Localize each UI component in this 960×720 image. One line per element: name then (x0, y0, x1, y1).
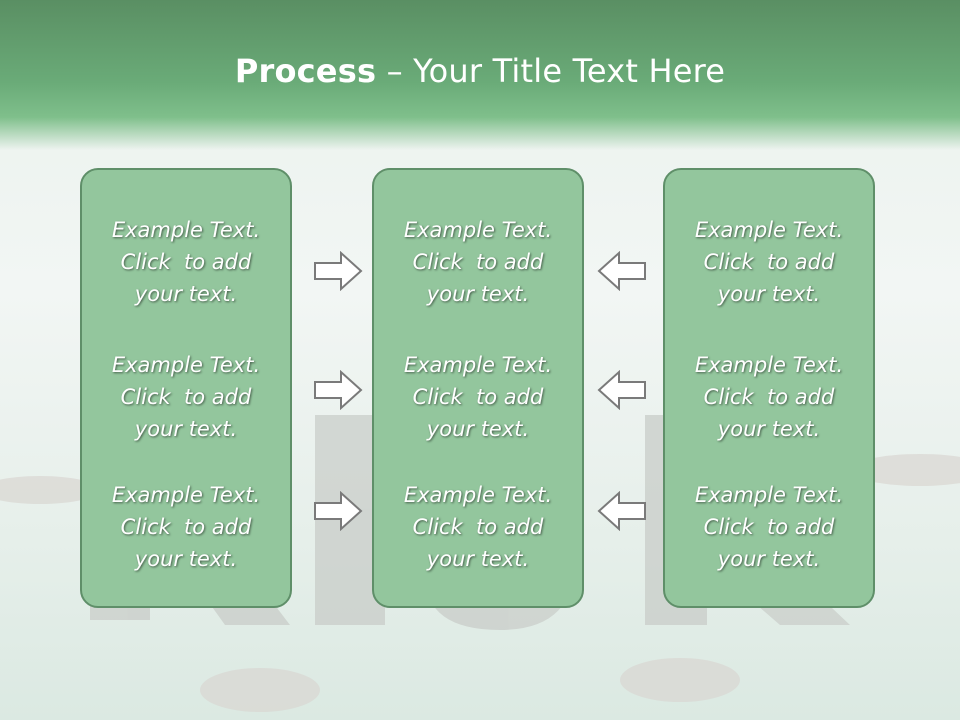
text-line: Click to add (703, 250, 835, 274)
text-line: your text. (134, 282, 238, 306)
text-line: your text. (717, 417, 821, 441)
arrow-left-icon (597, 251, 646, 291)
title-rest: – Your Title Text Here (376, 52, 726, 90)
text-block[interactable]: Example Text. Click to add your text. (665, 349, 873, 445)
text-block[interactable]: Example Text. Click to add your text. (374, 349, 582, 445)
arrow-right-icon (314, 491, 363, 531)
arrow-left-icon (597, 370, 646, 410)
title-bold: Process (234, 52, 377, 90)
text-line: Click to add (120, 250, 252, 274)
text-line: Example Text. (403, 353, 553, 377)
text-line: your text. (134, 417, 238, 441)
text-block[interactable]: Example Text. Click to add your text. (374, 479, 582, 575)
text-line: Example Text. (403, 218, 553, 242)
text-line: Example Text. (694, 483, 844, 507)
header-banner (0, 0, 960, 150)
arrow-right-icon (314, 251, 363, 291)
text-line: Click to add (412, 385, 544, 409)
left-panel[interactable]: Example Text. Click to add your text. Ex… (80, 168, 292, 608)
text-line: your text. (426, 282, 530, 306)
text-line: Click to add (120, 515, 252, 539)
text-line: Example Text. (694, 218, 844, 242)
text-line: your text. (426, 547, 530, 571)
center-panel[interactable]: Example Text. Click to add your text. Ex… (372, 168, 584, 608)
text-line: your text. (717, 547, 821, 571)
text-block[interactable]: Example Text. Click to add your text. (82, 349, 290, 445)
text-block[interactable]: Example Text. Click to add your text. (82, 214, 290, 310)
text-line: Example Text. (111, 353, 261, 377)
arrow-right-icon (314, 370, 363, 410)
text-line: Example Text. (111, 483, 261, 507)
text-line: Click to add (120, 385, 252, 409)
text-block[interactable]: Example Text. Click to add your text. (82, 479, 290, 575)
text-line: Example Text. (403, 483, 553, 507)
text-line: your text. (717, 282, 821, 306)
text-line: Example Text. (694, 353, 844, 377)
text-block[interactable]: Example Text. Click to add your text. (665, 214, 873, 310)
text-line: your text. (426, 417, 530, 441)
text-block[interactable]: Example Text. Click to add your text. (665, 479, 873, 575)
text-line: Example Text. (111, 218, 261, 242)
slide-title: Process – Your Title Text Here (0, 52, 960, 90)
text-line: your text. (134, 547, 238, 571)
text-line: Click to add (412, 250, 544, 274)
text-line: Click to add (703, 385, 835, 409)
text-line: Click to add (703, 515, 835, 539)
right-panel[interactable]: Example Text. Click to add your text. Ex… (663, 168, 875, 608)
text-line: Click to add (412, 515, 544, 539)
arrow-left-icon (597, 491, 646, 531)
text-block[interactable]: Example Text. Click to add your text. (374, 214, 582, 310)
